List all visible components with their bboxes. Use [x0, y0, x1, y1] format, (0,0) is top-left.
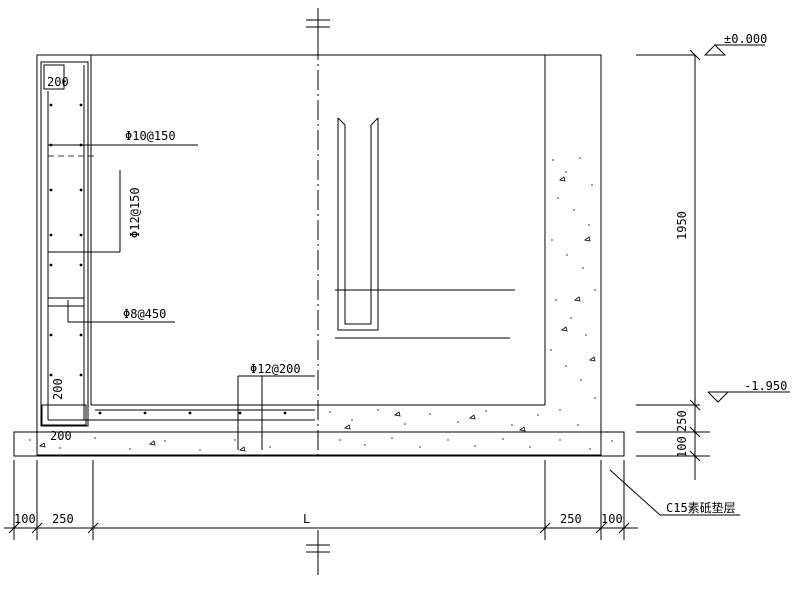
elevation-top-label: ±0.000	[724, 32, 767, 46]
dim-bottom-250-left: 250	[52, 512, 74, 526]
cushion-label: C15素砥垫层	[666, 500, 736, 515]
bottom-dimension-line	[4, 460, 638, 540]
rebar-label-phi12-200: Φ12@200	[250, 362, 301, 376]
right-u-rebar	[335, 117, 515, 339]
elevation-bottom-marker	[636, 391, 790, 406]
elevation-bottom-label: -1.950	[744, 379, 787, 393]
dim-250-right: 250	[675, 410, 689, 432]
box-bottom-200-vertical: 200	[51, 378, 65, 400]
right-dimension-line	[636, 49, 710, 480]
centerline-bottom-symbol	[306, 530, 330, 575]
dim-bottom-250-right: 250	[560, 512, 582, 526]
dim-bottom-100-left: 100	[14, 512, 36, 526]
rebar-label-phi10: Φ10@150	[125, 129, 176, 143]
dim-bottom-L: L	[303, 512, 310, 526]
concrete-hatch-cushion	[29, 437, 613, 452]
wall-structure	[36, 54, 602, 456]
centerline-top-symbol	[306, 8, 330, 40]
left-wall-rebar	[40, 61, 315, 450]
cushion-leader	[609, 469, 740, 516]
rebar-label-phi12-150: Φ12@150	[128, 187, 142, 238]
box-top-200: 200	[47, 75, 69, 89]
rebar-label-phi8: Φ8@450	[123, 307, 166, 321]
cushion-layer	[13, 431, 625, 457]
dim-1950: 1950	[675, 211, 689, 240]
elevation-top-marker	[636, 44, 765, 56]
dim-bottom-100-right: 100	[601, 512, 623, 526]
concrete-hatch-right-wall	[550, 157, 596, 426]
box-bottom-200: 200	[50, 429, 72, 443]
concrete-hatch-bottom-slab	[329, 409, 539, 448]
dim-100-right: 100	[675, 436, 689, 458]
